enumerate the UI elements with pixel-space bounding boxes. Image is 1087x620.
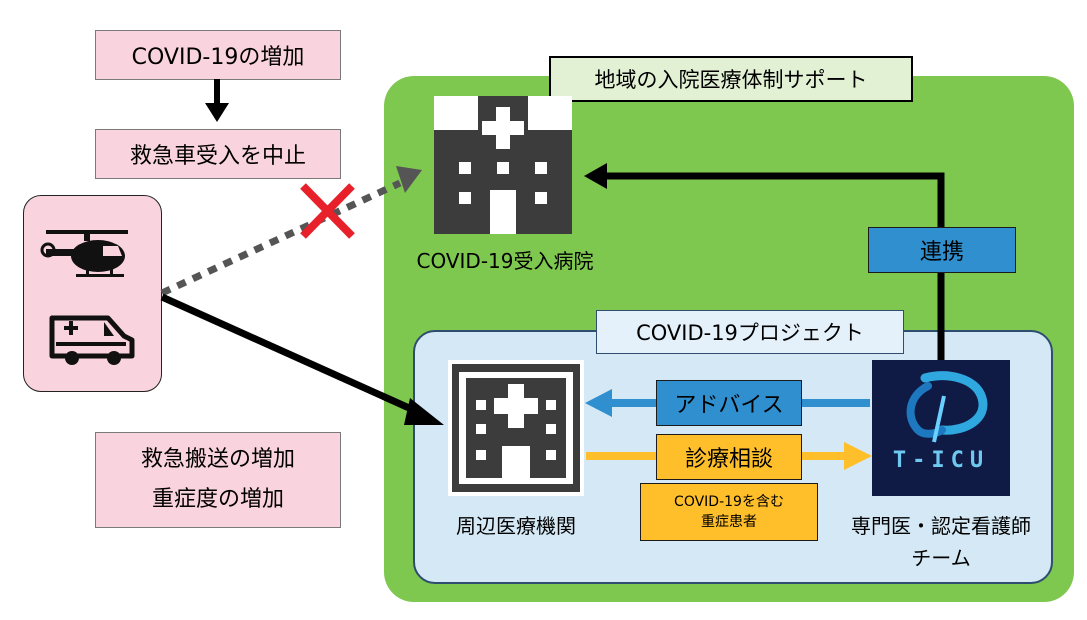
- covid-incl-line1: COVID-19を含む: [674, 494, 784, 510]
- hospital-icon: [434, 96, 572, 234]
- severity-increase-text: 重症度の増加: [151, 487, 284, 512]
- t-icu-logo-icon: [872, 360, 1010, 496]
- blocked-route-arrow: [160, 166, 422, 297]
- covid-project-title: COVID-19プロジェクト: [596, 310, 904, 354]
- severity-info-box: 救急搬送の増加 重症度の増加: [95, 432, 341, 528]
- region-support-title: 地域の入院医療体制サポート: [549, 56, 913, 102]
- team-label: 専門医・認定看護師 チーム: [826, 510, 1056, 574]
- advice-tag: アドバイス: [656, 380, 802, 426]
- covid-increase-box: COVID-19の増加: [95, 30, 341, 80]
- link-line: [584, 163, 945, 360]
- covid-severe-patients-box: COVID-19を含む 重症患者: [640, 483, 818, 541]
- nearby-clinic-label: 周辺医療機関: [456, 514, 576, 538]
- team-line2: チーム: [911, 546, 971, 570]
- cross-mark-icon: [300, 183, 355, 239]
- covid-incl-line2: 重症患者: [701, 514, 757, 530]
- ambulance-icon: [49, 315, 135, 365]
- helicopter-icon: [40, 230, 128, 277]
- transport-increase-text: 救急搬送の増加: [140, 447, 295, 472]
- down-arrow: [205, 79, 229, 122]
- t-icu-logo-text: T-ICU: [892, 448, 990, 473]
- link-tag: 連携: [868, 227, 1016, 273]
- consult-tag: 診療相談: [656, 434, 802, 480]
- transport-arrow: [160, 293, 444, 425]
- hospital-label: COVID-19受入病院: [416, 249, 594, 273]
- clinic-icon: [448, 360, 584, 496]
- team-line1: 専門医・認定看護師: [851, 514, 1031, 538]
- stop-ambulance-box: 救急車受入を中止: [95, 129, 341, 179]
- vehicle-box: [23, 195, 162, 392]
